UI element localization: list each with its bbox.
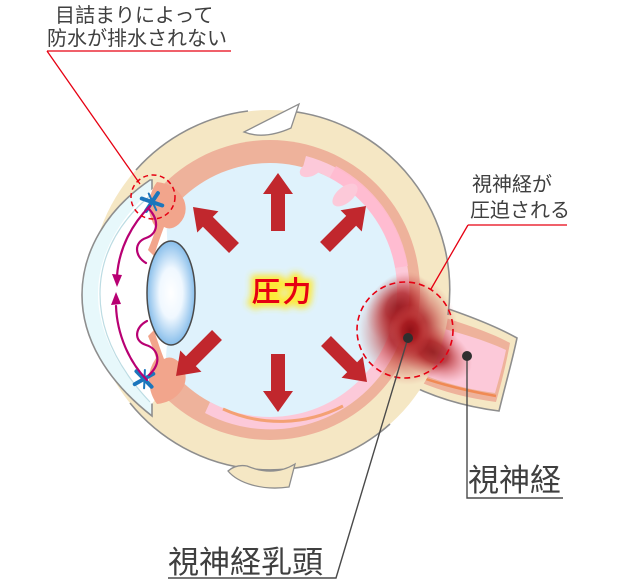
iris-upper	[148, 182, 186, 256]
sclera-outline-top	[288, 110, 451, 316]
sclera-flap-bottom	[227, 462, 297, 489]
sclera-notch-top	[242, 102, 301, 136]
anterior-segment	[81, 179, 196, 418]
optic-nerve-leader-line	[466, 356, 563, 499]
pressure-label: 圧力 圧力	[248, 272, 315, 311]
lens	[146, 240, 196, 346]
sclera-outline-upper-left	[135, 110, 249, 171]
drainage-highlight-circle	[130, 174, 176, 220]
retina-wave-bump	[332, 183, 358, 207]
cornea-inner-surface	[99, 193, 153, 403]
optic-disc-label: 視神経乳頭	[168, 545, 323, 580]
optic-disc-damage	[358, 271, 473, 385]
red-leader-lines	[46, 50, 567, 290]
aqueous-flow-arrows	[114, 204, 159, 382]
trabecular-canal-lower-icon	[132, 368, 156, 390]
optic-nerve-marker-dot	[462, 351, 472, 361]
optic-disc-marker-dot	[403, 333, 413, 343]
pressure-label-text: 圧力	[252, 276, 314, 307]
clog-leader-line	[46, 50, 141, 185]
optic-nerve-label: 視神経	[468, 463, 561, 498]
compressed-label-line1: 視神経が	[472, 173, 552, 196]
flow-arrowhead-up-icon	[111, 292, 121, 305]
compression-highlight-circle	[356, 281, 454, 379]
flow-arrowhead-down-icon	[112, 274, 122, 287]
optic-disc-leader-line	[168, 337, 409, 579]
ora-orange-stripe	[222, 404, 344, 423]
pressure-label-glow: 圧力	[252, 276, 314, 307]
retina-wave-bump	[299, 160, 323, 178]
compressed-label-line2: 圧迫される	[470, 199, 570, 222]
clog-label-line2: 防水が排水されない	[47, 27, 227, 50]
black-leader-lines	[168, 337, 563, 579]
labels: 目詰まりによって 防水が排水されない 視神経が 圧迫される 視神経 視神経乳頭	[47, 4, 570, 580]
iris-lower	[148, 330, 186, 404]
clog-label-line1: 目詰まりによって	[55, 4, 213, 27]
compressed-leader-line	[430, 224, 469, 290]
